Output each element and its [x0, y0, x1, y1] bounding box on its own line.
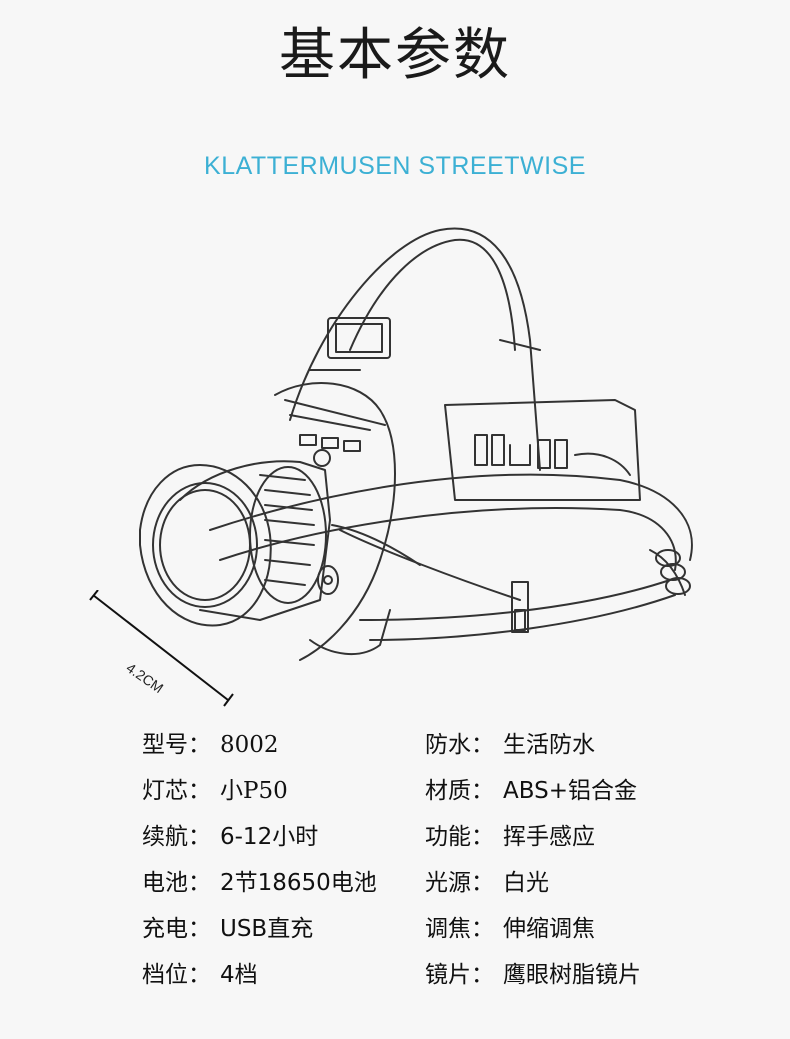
spec-column-right: 防水： 生活防水 材质： ABS+铝合金 功能： 挥手感应 光源： 白光 调焦： 伸缩调焦… — [425, 725, 641, 1001]
spec-key: 防水： — [425, 732, 494, 758]
spec-value: ABS+铝合金 — [503, 778, 637, 804]
spec-row: 充电： USB直充 — [142, 909, 377, 955]
headlamp-illustration — [139, 227, 693, 661]
spec-key: 续航： — [142, 824, 211, 850]
spec-key: 镜片： — [425, 962, 494, 988]
spec-row: 光源： 白光 — [425, 863, 641, 909]
spec-row: 防水： 生活防水 — [425, 725, 641, 771]
spec-key: 电池： — [142, 870, 211, 896]
spec-row: 档位： 4档 — [142, 955, 377, 1001]
spec-value: 2节18650电池 — [220, 870, 377, 896]
spec-row: 调焦： 伸缩调焦 — [425, 909, 641, 955]
spec-key: 型号： — [142, 732, 211, 758]
spec-key: 功能： — [425, 824, 494, 850]
spec-key: 材质： — [425, 778, 494, 804]
spec-column-left: 型号： 8002 灯芯： 小P50 续航： 6-12小时 电池： 2节18650电池 充… — [142, 725, 377, 1001]
spec-value: 8002 — [220, 732, 279, 758]
spec-key: 档位： — [142, 962, 211, 988]
brand-name: KLATTERMUSEN STREETWISE — [204, 152, 586, 180]
spec-value: 鹰眼树脂镜片 — [503, 962, 641, 988]
spec-value: 伸缩调焦 — [503, 916, 595, 942]
spec-row: 电池： 2节18650电池 — [142, 863, 377, 909]
page-title: 基本参数 — [279, 23, 511, 88]
spec-key: 灯芯： — [142, 778, 211, 804]
spec-table: 型号： 8002 灯芯： 小P50 续航： 6-12小时 电池： 2节18650电池 充… — [0, 725, 790, 1025]
spec-value: 白光 — [503, 870, 549, 896]
spec-key: 充电： — [142, 916, 211, 942]
spec-row: 型号： 8002 — [142, 725, 377, 771]
spec-value: 生活防水 — [503, 732, 595, 758]
spec-value: 小P50 — [220, 778, 288, 804]
spec-row: 灯芯： 小P50 — [142, 771, 377, 817]
spec-key: 调焦： — [425, 916, 494, 942]
spec-key: 光源： — [425, 870, 494, 896]
spec-value: 4档 — [220, 962, 258, 988]
spec-value: 挥手感应 — [503, 824, 595, 850]
spec-value: USB直充 — [220, 916, 314, 942]
spec-row: 镜片： 鹰眼树脂镜片 — [425, 955, 641, 1001]
spec-row: 材质： ABS+铝合金 — [425, 771, 641, 817]
spec-row: 续航： 6-12小时 — [142, 817, 377, 863]
spec-row: 功能： 挥手感应 — [425, 817, 641, 863]
spec-value: 6-12小时 — [220, 824, 319, 850]
dimension-line — [89, 590, 234, 707]
